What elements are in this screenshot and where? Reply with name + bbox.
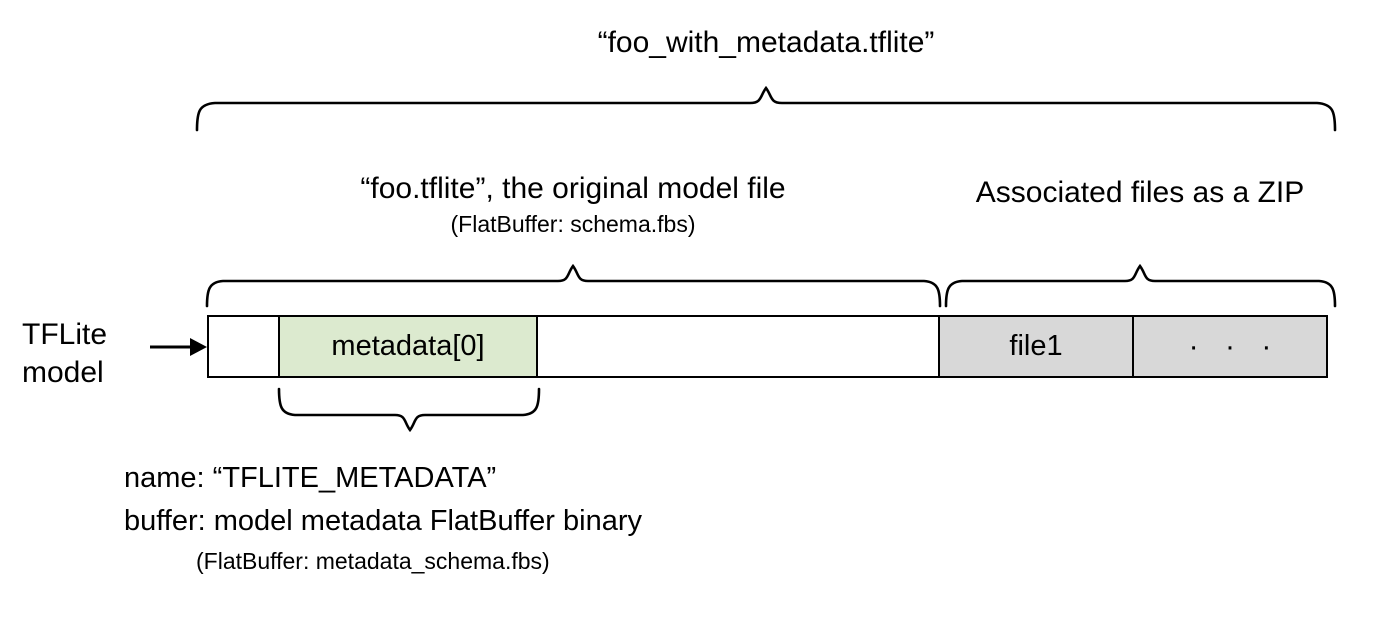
tflite-model-caption-line2: model [22,356,104,390]
diagram-title: “foo_with_metadata.tflite” [597,26,935,59]
tflite-model-caption: TFLite model [22,316,107,393]
bar-cell-file1: file1 [938,317,1132,376]
brace-associated-files [944,263,1337,308]
associated-files-label: Associated files as a ZIP [975,176,1305,209]
brace-original-model [205,263,942,308]
tflite-model-caption-line1: TFLite [22,318,108,351]
tflite-model-bar: metadata[0] file1 · · · [207,315,1328,378]
right-arrow-icon [150,338,207,356]
original-model-sublabel: (FlatBuffer: schema.fbs) [450,211,696,237]
bar-cell-empty-body [538,317,938,376]
bar-cell-more-files: · · · [1132,317,1326,376]
bar-cell-metadata-0: metadata[0] [278,317,538,376]
metadata-buffer-annotation: buffer: model metadata FlatBuffer binary [124,505,642,537]
metadata-schema-annotation: (FlatBuffer: metadata_schema.fbs) [196,548,550,574]
brace-full-file [195,85,1337,132]
brace-metadata-detail [277,387,541,433]
metadata-name-annotation: name: “TFLITE_METADATA” [124,462,497,494]
original-model-label: “foo.tflite”, the original model file [360,172,786,205]
bar-cell-empty-leading [209,317,278,376]
